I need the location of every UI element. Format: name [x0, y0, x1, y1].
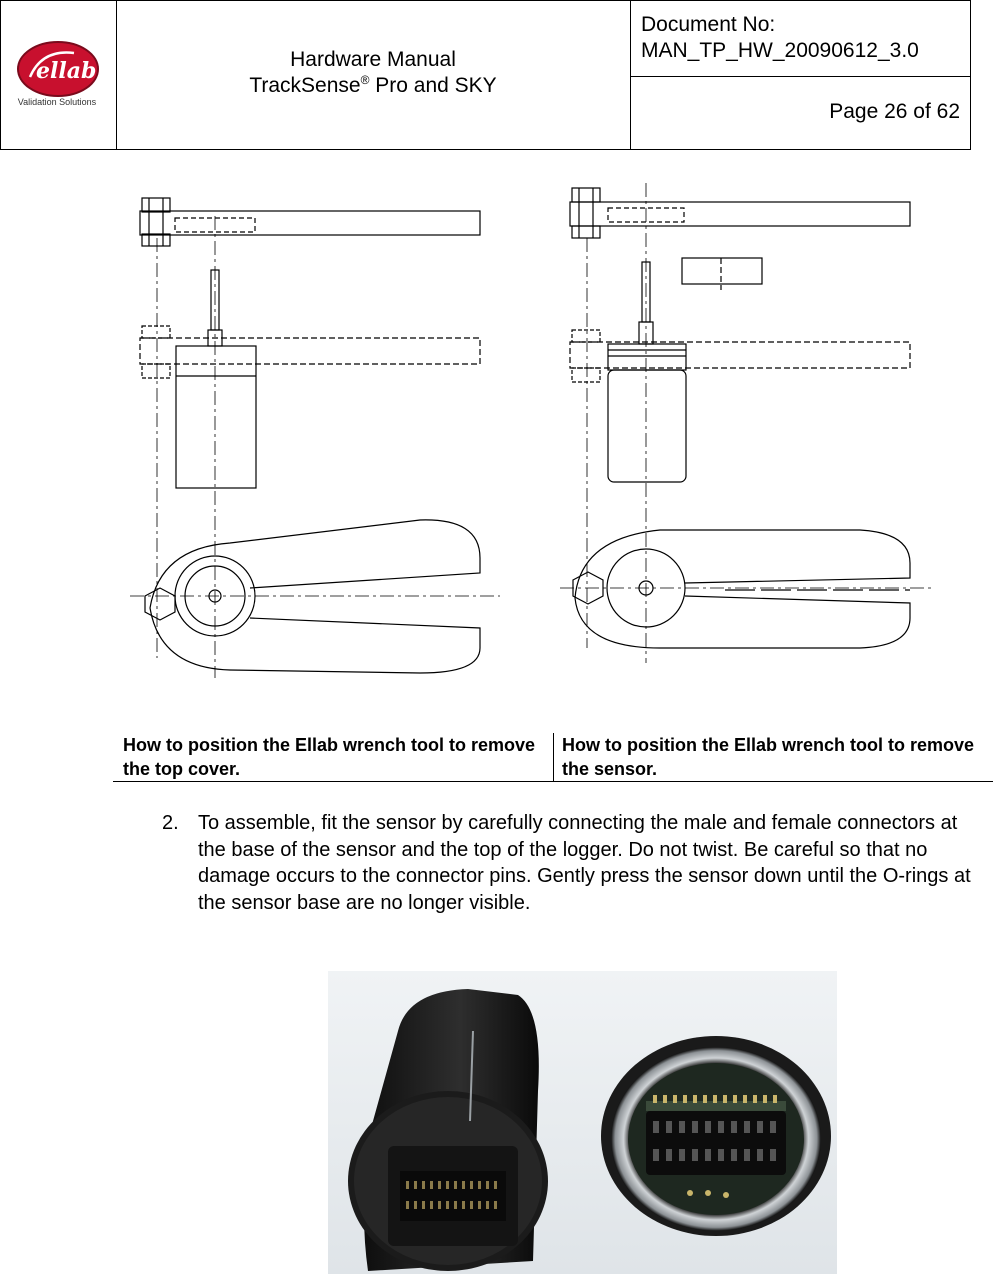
svg-text:ellab: ellab: [36, 58, 96, 84]
logger-body: [348, 989, 548, 1271]
doc-number-value: MAN_TP_HW_20090612_3.0: [641, 39, 919, 62]
connector-photo: [328, 971, 837, 1274]
document-header: ellab Validation Solutions Hardware Manu…: [0, 0, 971, 150]
caption-sensor: How to position the Ellab wrench tool to…: [562, 735, 975, 779]
sensor-head: [601, 1036, 831, 1236]
page-number: Page 26 of 62: [829, 100, 960, 123]
page-number-cell: Page 26 of 62: [630, 76, 970, 149]
doc-label: Document No:: [641, 13, 776, 36]
doc-info-cell: Document No: MAN_TP_HW_20090612_3.0 Page…: [630, 1, 970, 149]
figure-captions: How to position the Ellab wrench tool to…: [113, 733, 993, 782]
doc-number-cell: Document No: MAN_TP_HW_20090612_3.0: [630, 1, 970, 77]
logo-subtitle: Validation Solutions: [17, 97, 97, 107]
step-number: 2.: [162, 812, 179, 834]
caption-divider: [553, 733, 554, 781]
title-cell: Hardware Manual TrackSense® Pro and SKY: [116, 1, 631, 149]
doc-number: Document No: MAN_TP_HW_20090612_3.0: [641, 12, 919, 64]
drawing-top-cover-removal: [130, 197, 500, 678]
logo-cell: ellab Validation Solutions: [1, 1, 117, 149]
manual-title: Hardware Manual TrackSense® Pro and SKY: [116, 47, 630, 99]
caption-top-cover: How to position the Ellab wrench tool to…: [123, 735, 536, 779]
title-line-1: Hardware Manual: [290, 48, 456, 71]
wrench-drawings: [130, 183, 935, 678]
title-line-2: TrackSense® Pro and SKY: [249, 73, 497, 97]
drawing-sensor-removal: [560, 183, 935, 663]
ellab-logo: ellab: [17, 41, 99, 97]
step-text: To assemble, fit the sensor by carefully…: [198, 812, 971, 914]
